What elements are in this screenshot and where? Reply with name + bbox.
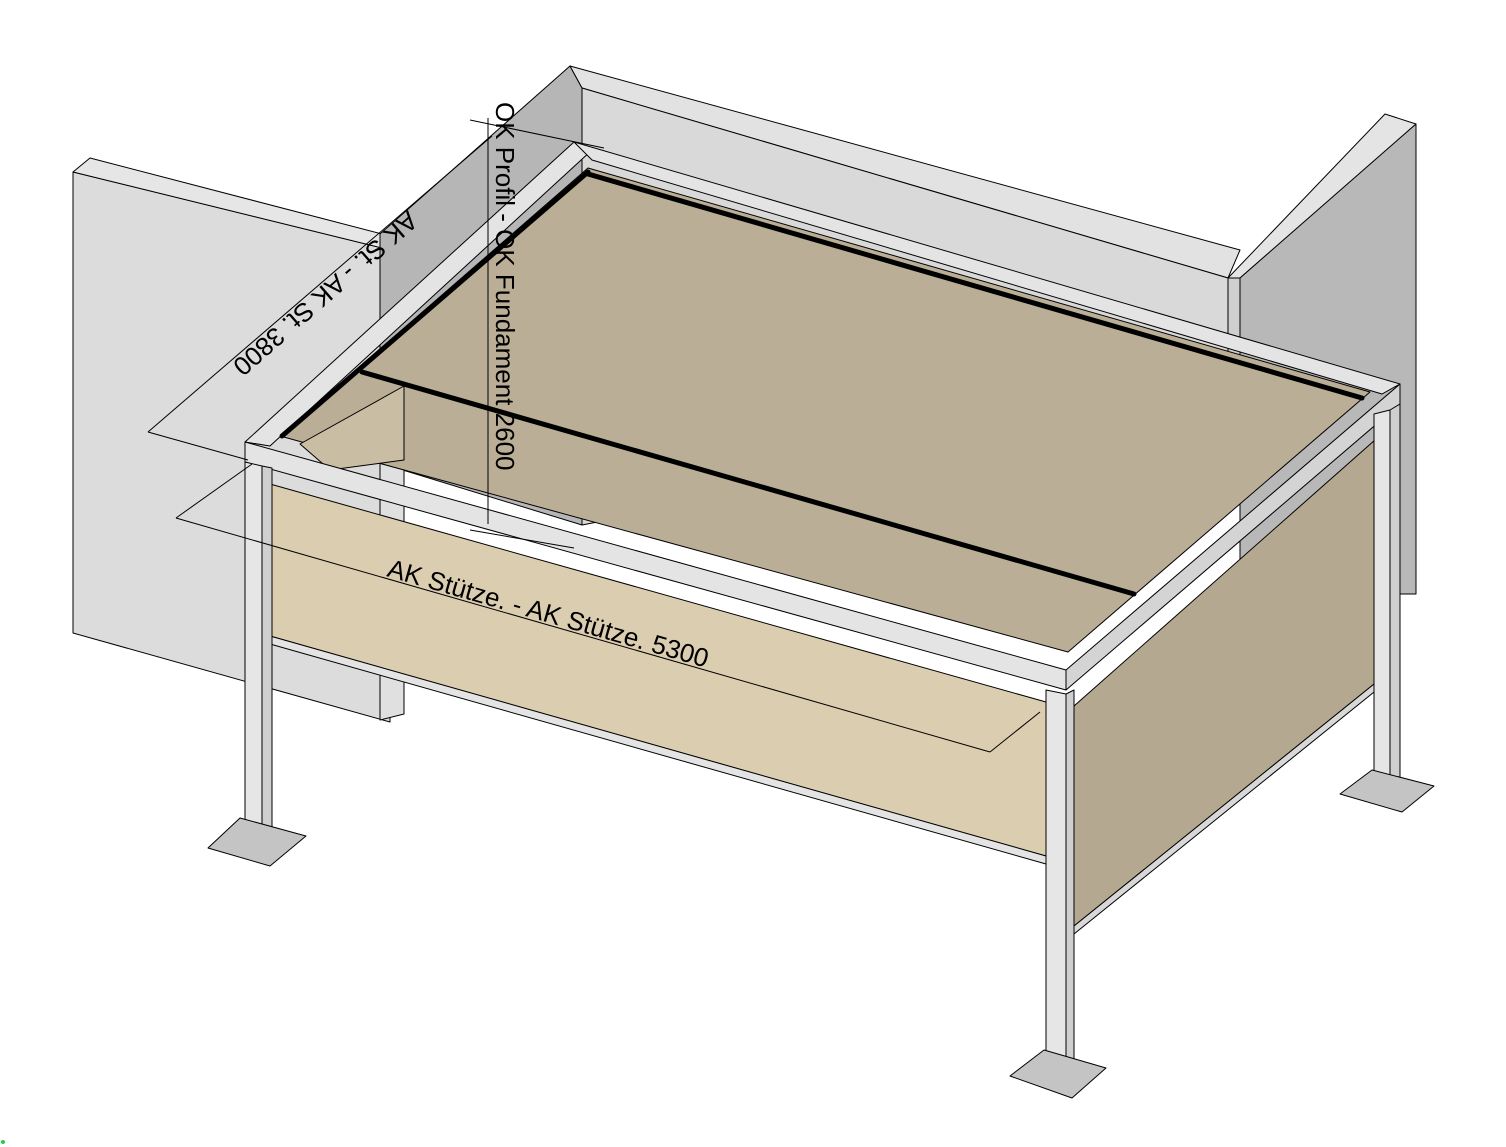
roof-rear-opening bbox=[299, 385, 405, 471]
roof-beam-rear bbox=[585, 171, 1365, 401]
foot-plate-rear-right bbox=[1339, 769, 1435, 813]
foot-plate-front-left bbox=[207, 817, 307, 867]
post-front-left bbox=[244, 461, 273, 847]
height-dimension-label: OK Profil - OK Fundament 2600 bbox=[490, 102, 520, 471]
post-rear-right bbox=[1373, 403, 1401, 797]
roof-beam-left bbox=[279, 169, 591, 439]
foot-plate-front-right bbox=[1009, 1049, 1107, 1099]
post-front-right bbox=[1045, 689, 1075, 1079]
height-dimension bbox=[469, 118, 605, 549]
origin-marker bbox=[1, 1140, 5, 1144]
width-dimension bbox=[989, 711, 1041, 753]
depth-dimension bbox=[147, 135, 991, 753]
roof-beam-middle bbox=[359, 369, 1137, 597]
roof-frame bbox=[244, 141, 1401, 691]
frame-rear-edge bbox=[573, 141, 1401, 395]
